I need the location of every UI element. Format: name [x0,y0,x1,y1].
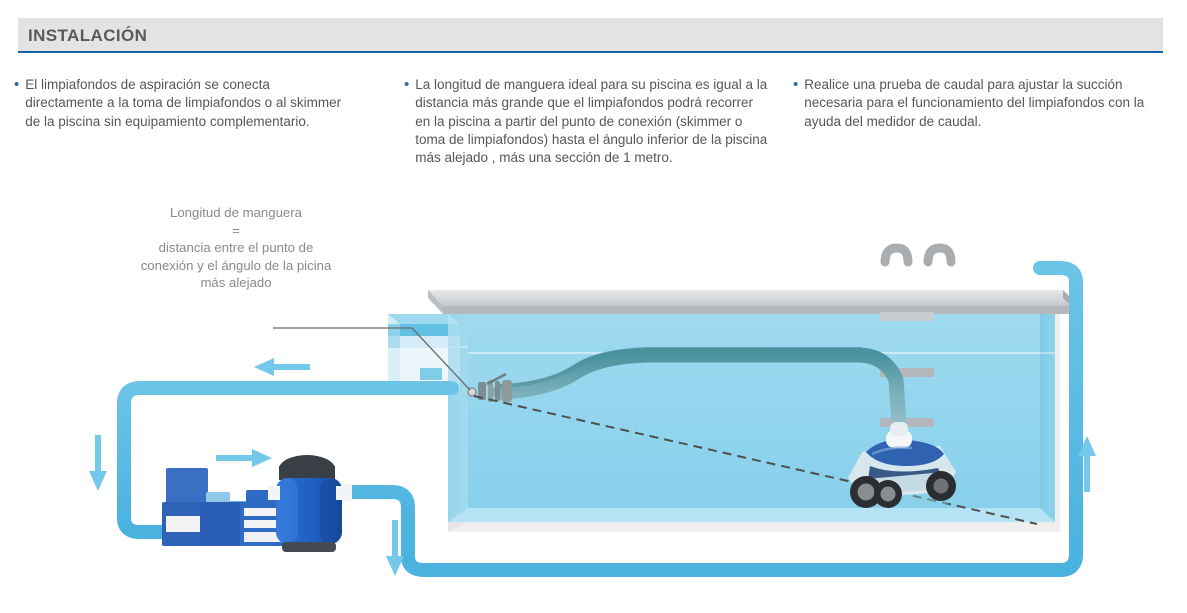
skimmer [388,314,460,390]
suction-cleaner-robot [838,422,958,508]
sand-filter [268,455,350,552]
bullet-marker-icon: • [793,76,799,93]
arrow-right-icon [216,449,272,467]
pool-water [448,292,1055,522]
bullet-column-1: • El limpiafondos de aspiración se conec… [14,76,344,131]
page-title: INSTALACIÓN [28,26,148,45]
caption-line-4: conexión y el ángulo de la picina [140,257,332,273]
pool-ladder [880,243,956,445]
bullet-item: • El limpiafondos de aspiración se conec… [14,76,344,131]
bullet-marker-icon: • [14,76,20,93]
return-pipe [343,261,1083,577]
leader-line [273,327,471,391]
bullet-column-3: • Realice una prueba de caudal para ajus… [793,76,1178,131]
section-header-bar [18,18,1163,53]
caption-line-2: = [232,222,240,238]
distance-dashed-line [473,395,1038,525]
hose-length-caption: Longitud de manguera = distancia entre e… [88,204,384,292]
flow-arrows [89,358,1096,576]
bullet-marker-icon: • [404,76,410,93]
bullet-item: • La longitud de manguera ideal para su … [404,76,769,167]
pool-installation-diagram [89,243,1096,577]
arrow-down-left-icon [89,435,107,491]
bullet-item: • Realice una prueba de caudal para ajus… [793,76,1178,131]
caption-line-1: Longitud de manguera [170,205,302,220]
bullet-text: Realice una prueba de caudal para ajusta… [804,77,1145,129]
arrow-up-right-icon [1078,436,1096,492]
caption-line-5: más alejado [200,275,272,290]
cleaner-hose [492,347,908,444]
arrow-left-icon [254,358,310,376]
suction-pipe [117,381,459,539]
caption-line-3: distancia entre el punto de [158,240,314,255]
arrow-down-mid-icon [386,520,404,576]
bullet-column-2: • La longitud de manguera ideal para su … [404,76,769,167]
hose-connector [467,372,512,402]
pool-pump [162,468,288,546]
bullet-text: La longitud de manguera ideal para su pi… [415,77,768,166]
pool-coping [428,290,1079,314]
bullet-text: El limpiafondos de aspiración se conecta… [25,77,342,129]
